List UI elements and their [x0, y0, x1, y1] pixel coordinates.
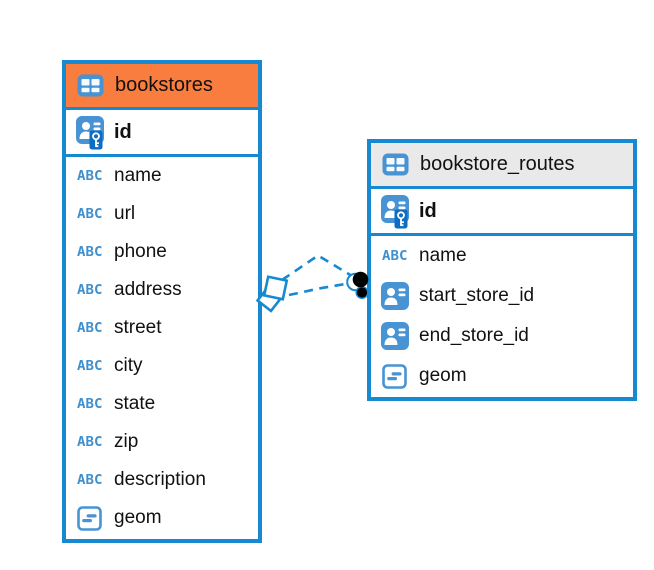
table-icon — [75, 74, 106, 97]
person-key-icon — [74, 115, 105, 150]
column-row-geom[interactable]: geom — [66, 499, 258, 537]
column-label: name — [114, 165, 162, 186]
table-bookstores[interactable]: bookstores id ABC — [62, 60, 262, 543]
column-label: geom — [114, 507, 162, 528]
person-ref-icon — [379, 322, 410, 350]
text-type-icon: ABC — [76, 244, 103, 260]
table-header-bookstores[interactable]: bookstores — [66, 64, 258, 110]
column-row-phone[interactable]: ABC phone — [66, 233, 258, 271]
column-row-url[interactable]: ABC url — [66, 195, 258, 233]
column-row-description[interactable]: ABC description — [66, 461, 258, 499]
column-row-state[interactable]: ABC state — [66, 385, 258, 423]
column-label: description — [114, 469, 206, 490]
column-label: name — [419, 245, 467, 266]
primary-key-row-id[interactable]: id — [371, 189, 633, 236]
column-row-start-store-id[interactable]: start_store_id — [371, 276, 633, 316]
text-type-icon: ABC — [76, 320, 103, 336]
text-type-icon: ABC — [76, 206, 103, 222]
column-row-name[interactable]: ABC name — [371, 236, 633, 276]
geometry-type-icon — [74, 505, 105, 531]
relationship-line-2[interactable] — [288, 281, 352, 297]
text-type-icon: ABC — [76, 168, 103, 184]
column-row-geom[interactable]: geom — [371, 356, 633, 396]
column-label: street — [114, 317, 162, 338]
geometry-type-icon — [379, 363, 410, 389]
person-key-icon — [379, 194, 410, 229]
column-label: address — [114, 279, 182, 300]
relationship-links[interactable] — [255, 253, 369, 313]
primary-key-label: id — [114, 120, 132, 143]
relationship-line-1[interactable] — [281, 253, 353, 282]
column-label: city — [114, 355, 143, 376]
table-header-bookstore-routes[interactable]: bookstore_routes — [371, 143, 633, 189]
table-icon — [380, 153, 411, 176]
table-title: bookstores — [115, 74, 213, 96]
column-row-end-store-id[interactable]: end_store_id — [371, 316, 633, 356]
column-row-street[interactable]: ABC street — [66, 309, 258, 347]
column-row-address[interactable]: ABC address — [66, 271, 258, 309]
text-type-icon: ABC — [76, 282, 103, 298]
column-label: end_store_id — [419, 325, 529, 346]
column-label: state — [114, 393, 156, 414]
column-row-city[interactable]: ABC city — [66, 347, 258, 385]
text-type-icon: ABC — [76, 358, 103, 374]
text-type-icon: ABC — [381, 248, 408, 264]
column-row-name[interactable]: ABC name — [66, 157, 258, 195]
column-label: start_store_id — [419, 285, 535, 306]
primary-key-row-id[interactable]: id — [66, 110, 258, 157]
text-type-icon: ABC — [76, 396, 103, 412]
text-type-icon: ABC — [76, 434, 103, 450]
relationship-dot-marker[interactable] — [346, 271, 369, 300]
column-label: geom — [419, 365, 467, 386]
table-bookstore-routes[interactable]: bookstore_routes id ABC — [367, 139, 637, 401]
primary-key-label: id — [419, 199, 437, 222]
column-label: phone — [114, 241, 167, 262]
column-label: url — [114, 203, 136, 224]
text-type-icon: ABC — [76, 472, 103, 488]
column-label: zip — [114, 431, 139, 452]
person-ref-icon — [379, 282, 410, 310]
column-row-zip[interactable]: ABC zip — [66, 423, 258, 461]
table-title: bookstore_routes — [420, 153, 575, 175]
